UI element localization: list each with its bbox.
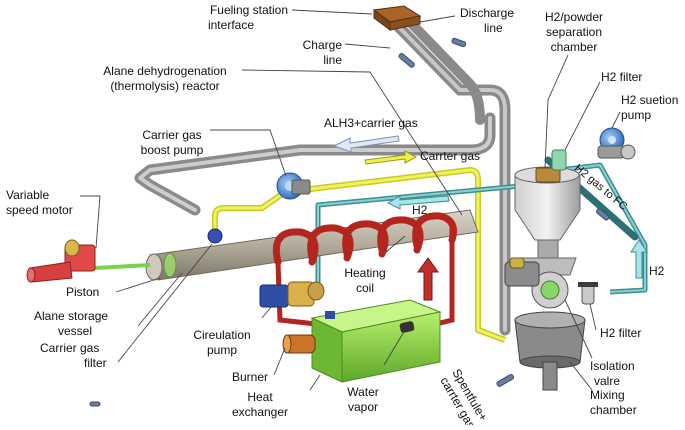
label-alane-storage-vessel: Alane storage vessel [34,309,108,338]
label-h2-powder-separation-chamber: H2/powder separation chamber [545,10,603,54]
svg-text:H2: H2 [412,203,428,217]
mixing-chamber [514,311,586,391]
carrier-gas-filter [207,228,223,244]
label-h2-right: H2 [649,264,665,278]
svg-text:interface: interface [208,18,254,32]
svg-text:speed motor: speed motor [6,203,73,217]
svg-text:Isolation: Isolation [590,359,635,373]
label-spent-fuel-carrier-gas: Spentfule+ carrter gas [437,367,490,430]
label-alh3-carrier-gas: ALH3+carrier gas [324,116,418,130]
label-carrier-gas-flow: Carrter gas [420,149,480,163]
label-variable-speed-motor: Variable speed motor [6,188,73,217]
label-carrier-gas-filter: Carrier gas filter [40,341,107,370]
svg-text:ALH3+carrier gas: ALH3+carrier gas [324,116,418,130]
label-h2-filter-bottom: H2 filter [600,326,641,340]
svg-text:H2 filter: H2 filter [600,326,641,340]
upper-return-pipe [134,112,496,216]
label-h2-filter-top: H2 filter [601,70,642,84]
svg-text:Variable: Variable [6,188,49,202]
label-carrier-gas-boost-pump: Carrier gas boost pump [141,128,204,157]
svg-text:Piston: Piston [66,285,99,299]
svg-text:chamber: chamber [590,403,637,417]
label-h2-mid: H2 [412,203,428,217]
label-isolation-valve: Isolation valre [590,359,635,388]
svg-text:Water: Water [347,385,379,399]
svg-text:filter: filter [84,356,107,370]
h2-flow-arrow-left [386,195,450,210]
svg-text:coil: coil [356,281,374,295]
carrier-gas-flow-arrow [364,150,418,165]
svg-text:H2 suetion: H2 suetion [621,93,678,107]
svg-text:Alane storage: Alane storage [34,309,108,323]
label-water-vapor: Water vapor [347,385,379,414]
leader-lines [80,9,621,391]
svg-text:Alane dehydrogenation: Alane dehydrogenation [103,64,226,78]
label-burner: Burner [232,370,268,384]
isolation-valve [504,257,569,309]
label-heating-coil: Heating coil [344,266,385,295]
label-fueling-station-interface: Fueling station interface [208,3,288,32]
variable-speed-motor [26,239,96,283]
discharge-line [386,14,511,336]
label-charge-line: Charge line [303,38,343,67]
svg-text:line: line [323,53,342,67]
svg-text:boost pump: boost pump [141,143,204,157]
svg-text:separation: separation [546,25,602,39]
fueling-station-interface [372,5,422,31]
svg-text:Heat: Heat [247,390,273,404]
svg-text:Carrier gas: Carrier gas [142,128,201,142]
circulation-pump [259,281,325,308]
h2-filter-bottom [578,282,598,305]
svg-text:Burner: Burner [232,370,268,384]
label-circulation-pump: Cireulation pump [193,328,250,357]
svg-text:H2: H2 [649,264,665,278]
svg-text:Carrier gas: Carrier gas [40,341,99,355]
svg-text:pump: pump [207,343,237,357]
charge-line [403,15,485,125]
label-discharge-line: Discharge line [460,6,514,35]
heat-exchanger [310,299,442,383]
carrier-gas-boost-pump [276,172,311,200]
svg-text:pump: pump [621,108,651,122]
h2-suction-pump [597,127,636,160]
svg-text:Fueling station: Fueling station [210,3,288,17]
label-piston: Piston [66,285,99,299]
svg-text:Discharge: Discharge [460,6,514,20]
burner [282,334,316,354]
heating-arrow [417,257,439,301]
svg-text:exchanger: exchanger [232,405,288,419]
h2-powder-separation-chamber [514,166,581,276]
label-mixing-chamber: Mixing chamber [590,388,637,417]
h2-flow-arrow-up [630,239,648,279]
svg-text:chamber: chamber [551,40,598,54]
svg-text:Heating: Heating [344,266,385,280]
svg-text:H2/powder: H2/powder [545,10,603,24]
svg-text:line: line [484,21,503,35]
svg-text:Cireulation: Cireulation [193,328,250,342]
svg-text:H2 filter: H2 filter [601,70,642,84]
svg-text:vessel: vessel [58,324,92,338]
label-heat-exchanger: Heat exchanger [232,390,288,419]
label-alane-dehydrogenation-reactor: Alane dehydrogenation (thermolysis) reac… [103,64,226,93]
svg-text:vapor: vapor [348,400,378,414]
svg-text:Carrter gas: Carrter gas [420,149,480,163]
h2-filter-top [551,149,567,171]
svg-text:Charge: Charge [303,38,343,52]
label-h2-suction-pump: H2 suetion pump [621,93,678,122]
piston-rod [94,263,151,270]
svg-text:Mixing: Mixing [590,388,625,402]
svg-text:(thermolysis) reactor: (thermolysis) reactor [110,79,219,93]
svg-text:valre: valre [594,374,620,388]
bolt-icon [89,37,610,407]
alh3-flow-arrow [332,135,400,153]
